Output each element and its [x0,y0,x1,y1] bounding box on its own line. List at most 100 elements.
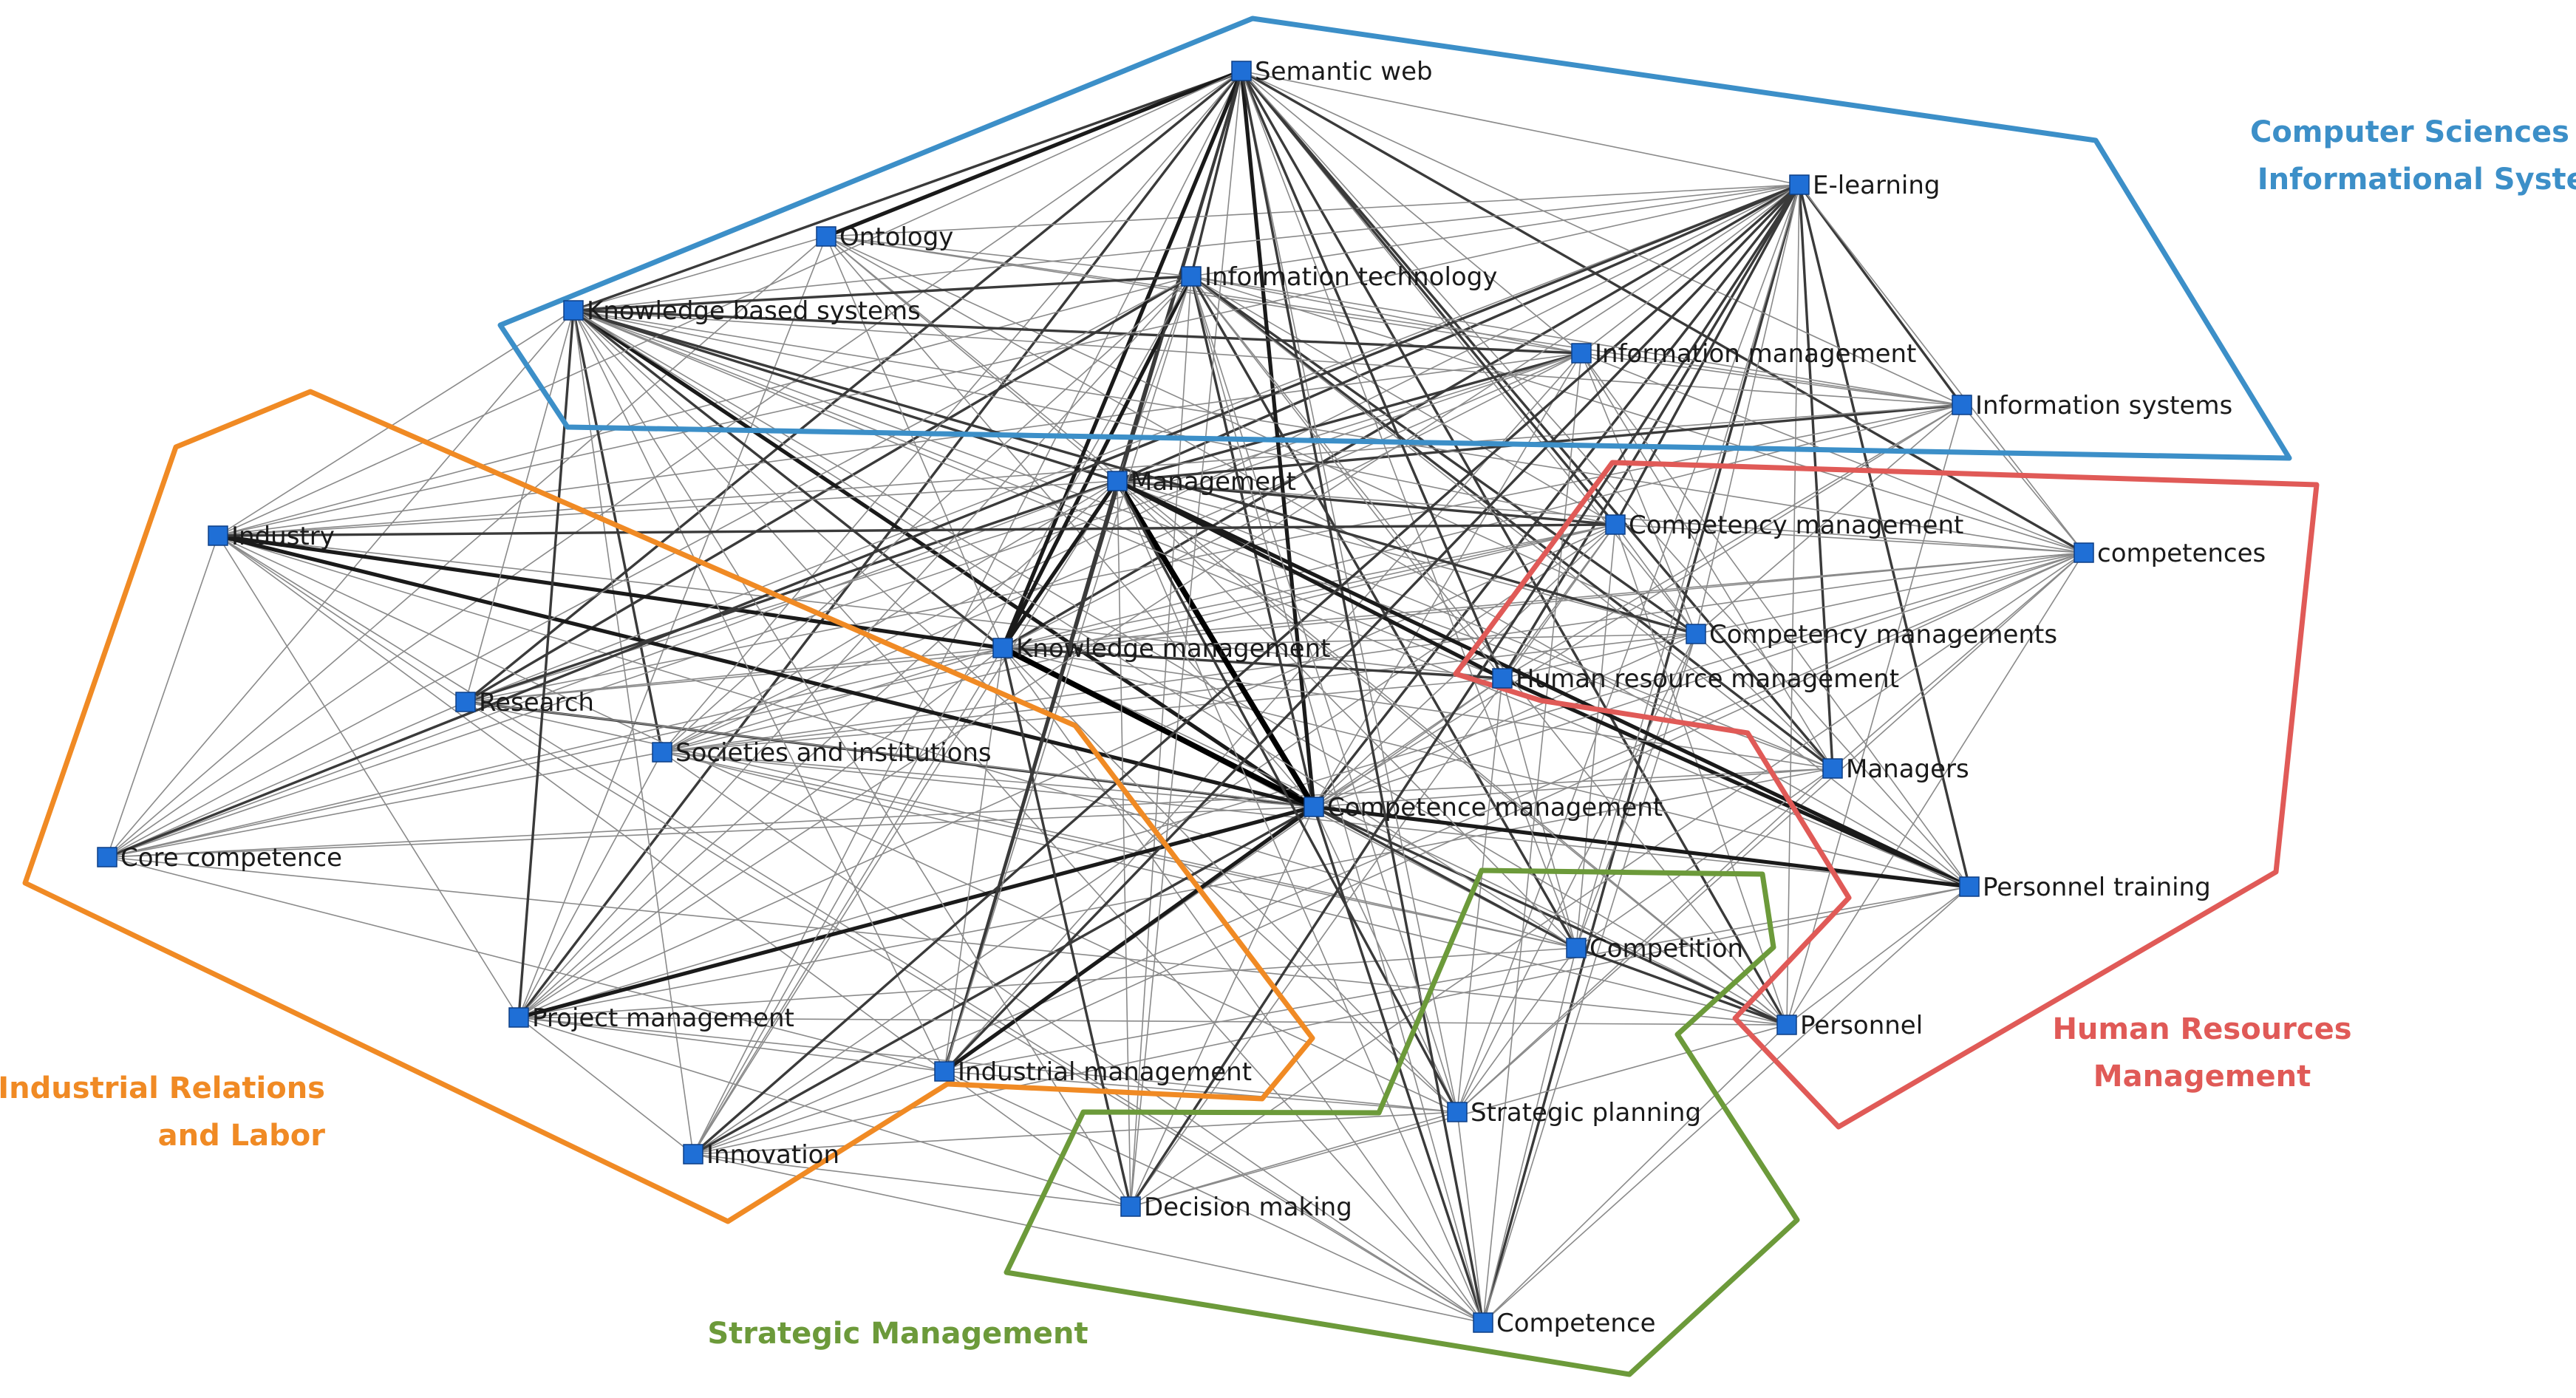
edge-industrial_management-innovation [692,1071,945,1155]
edge-competence-innovation [692,1153,1484,1323]
node-information-management[interactable]: Information management [1571,339,1916,369]
edge-e_learning-semantic_web [1241,70,1800,185]
edge-competency_managements-information_systems [1695,404,1963,635]
edge-competence-competency_managements [1482,633,1697,1323]
node-marker [97,847,117,867]
edge-management-societies_and_institutions [661,480,1118,753]
edge-ontology-personnel_training [825,236,1970,887]
edge-competence-information_technology [1190,276,1484,1323]
edge-information_management-knowledge_management [1002,352,1582,649]
node-management[interactable]: Management [1107,467,1296,497]
node-marker [1686,624,1706,644]
edge-competency_management-knowledge_based_systems [573,310,1616,525]
node-information-technology[interactable]: Information technology [1181,262,1497,292]
node-marker [563,300,584,321]
group-label-sm: Strategic Management [707,1317,1088,1351]
node-core-competence[interactable]: Core competence [97,843,342,873]
edge-competence-industrial_management [944,1071,1484,1323]
node-e-learning[interactable]: E-learning [1789,171,1940,200]
edge-competence_management-industry [217,533,1315,809]
node-industry[interactable]: Industry [208,522,335,551]
edge-knowledge_management-personnel_training [1002,647,1970,887]
node-label: Personnel [1800,1011,1923,1040]
edge-information_technology-personnel_training [1190,276,1970,887]
edge-core_competence-semantic_web [106,70,1242,858]
edge-managers-strategic_planning [1456,768,1833,1113]
edge-decision_making-knowledge_based_systems [573,310,1131,1207]
node-competences[interactable]: competences [2074,539,2266,568]
node-semantic-web[interactable]: Semantic web [1231,57,1433,86]
node-label: Personnel training [1983,873,2211,902]
node-information-systems[interactable]: Information systems [1952,391,2232,420]
node-personnel[interactable]: Personnel [1776,1011,1923,1040]
group-label-line: Human Resources [2052,1012,2351,1046]
edge-competences-competency_managements [1695,552,2085,635]
node-managers[interactable]: Managers [1822,754,1969,784]
node-competence[interactable]: Competence [1473,1309,1656,1338]
edge-competition-societies_and_institutions [661,751,1577,949]
edge-information_technology-research [465,275,1192,703]
edge-industry-information_systems [217,404,1963,536]
edge-information_technology-strategic_planning [1190,276,1458,1113]
node-label: Competence [1496,1309,1656,1338]
edge-knowledge_management-ontology [825,236,1004,649]
edge-competence_management-decision_making [1130,806,1315,1207]
edge-decision_making-project_management [518,1017,1131,1207]
edge-management-managers [1117,480,1833,769]
node-competency-management[interactable]: Competency management [1605,511,1963,540]
node-project-management[interactable]: Project management [508,1003,794,1033]
edge-e_learning-industry [217,184,1800,536]
edge-industry-research [217,535,466,703]
edge-information_technology-project_management [518,276,1192,1018]
edge-competency_management-e_learning [1614,184,1801,525]
edge-competences-e_learning [1799,184,2085,553]
node-ontology[interactable]: Ontology [816,222,953,252]
edge-personnel-societies_and_institutions [661,751,1788,1026]
node-label: Semantic web [1255,57,1433,86]
edge-competence_management-personnel [1313,805,1788,1026]
node-industrial-management[interactable]: Industrial management [934,1057,1252,1087]
edge-core_competence-personnel [106,856,1788,1026]
edge-human_resource_management-personnel_training [1501,676,1971,889]
edge-research-semantic_web [464,69,1243,703]
edge-competences-information_technology [1190,276,2085,553]
edge-innovation-knowledge_based_systems [573,310,694,1155]
edge-information_systems-knowledge_based_systems [573,310,1963,406]
node-human-resource-management[interactable]: Human resource management [1492,664,1899,694]
node-knowledge-management[interactable]: Knowledge management [992,634,1330,664]
edge-ontology-project_management [518,236,827,1018]
edge-information_management-personnel_training [1581,352,1970,887]
edge-competency_managements-management [1117,480,1697,635]
edge-competence_management-innovation [692,805,1315,1156]
node-marker [1447,1102,1468,1122]
edge-personnel-personnel_training [1786,886,1970,1026]
edge-managers-semantic_web [1240,69,1834,770]
edge-competences-research [465,552,2085,703]
node-label: E-learning [1813,171,1940,200]
node-competition[interactable]: Competition [1566,934,1743,964]
group-outline-sm [1004,867,1800,1377]
edge-competence_management-societies_and_institutions [661,751,1315,808]
edge-industry-knowledge_management [217,533,1004,650]
node-strategic-planning[interactable]: Strategic planning [1447,1098,1701,1128]
edge-competence-knowledge_based_systems [573,310,1484,1323]
edge-e_learning-project_management [518,184,1800,1018]
edge-industrial_management-industry [217,535,945,1072]
edge-information_management-management [1117,352,1582,483]
node-societies-and-institutions[interactable]: Societies and institutions [652,738,992,768]
node-innovation[interactable]: Innovation [683,1140,839,1170]
edge-information_management-ontology [825,236,1582,354]
node-label: Strategic planning [1471,1098,1701,1128]
edge-information_technology-knowledge_based_systems [573,275,1192,312]
node-decision-making[interactable]: Decision making [1120,1193,1352,1222]
edge-competence-strategic_planning [1456,1111,1484,1323]
node-research[interactable]: Research [455,688,594,717]
node-marker [455,692,476,712]
node-competency-managements[interactable]: Competency managements [1686,620,2057,649]
edge-knowledge_based_systems-semantic_web [573,69,1242,312]
node-personnel-training[interactable]: Personnel training [1959,873,2211,902]
edge-information_management-societies_and_institutions [661,352,1582,753]
node-knowledge-based-systems[interactable]: Knowledge based systems [563,296,921,326]
edge-competence_management-knowledge_management [1001,645,1315,810]
node-competence-management[interactable]: Competence management [1304,793,1663,822]
